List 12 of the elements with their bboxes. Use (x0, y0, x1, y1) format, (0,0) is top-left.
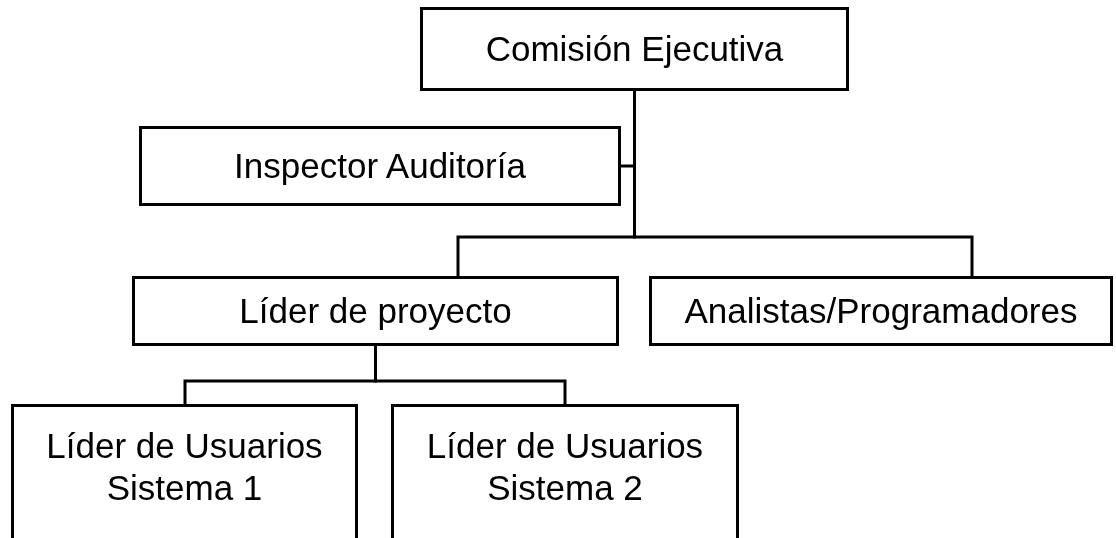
role-label: Comisión Ejecutiva (485, 28, 784, 70)
org-box (391, 404, 739, 538)
org-box (11, 404, 358, 538)
role-label: Líder de Usuarios Sistema 1 (45, 425, 324, 509)
org-box (420, 7, 849, 91)
org-box (132, 276, 619, 346)
role-label: Líder de Usuarios Sistema 2 (425, 425, 705, 509)
role-label: Inspector Auditoría (234, 145, 526, 187)
org-box (139, 126, 621, 206)
role-label: Analistas/Programadores (684, 290, 1078, 332)
org-box (649, 276, 1113, 346)
role-label: Líder de proyecto (239, 290, 512, 332)
